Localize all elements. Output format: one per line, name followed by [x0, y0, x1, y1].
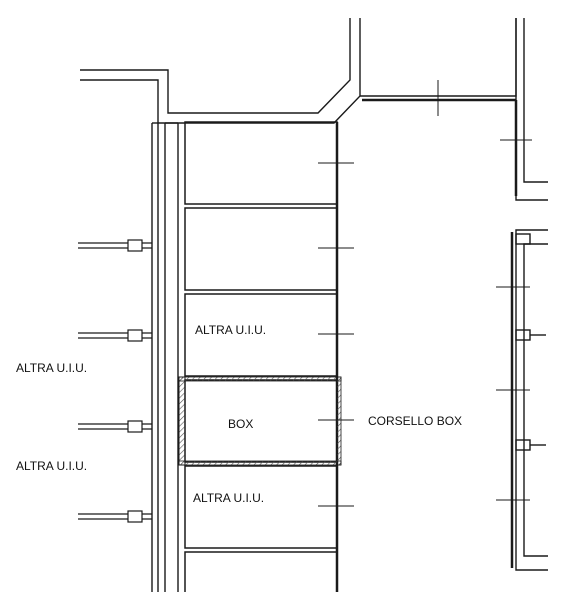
room-column — [184, 121, 339, 592]
neighbor-unit-label-2: ALTRA U.I.U. — [16, 459, 87, 473]
section-ticks — [318, 80, 532, 507]
right-top-wall — [514, 18, 548, 201]
left-corridor-walls — [151, 122, 179, 592]
box-label: BOX — [228, 417, 253, 431]
room-2 — [184, 207, 338, 291]
neighbor-unit-label-1: ALTRA U.I.U. — [16, 361, 87, 375]
box-boundary-hatch — [178, 376, 342, 466]
right-bottom-wall — [510, 229, 548, 571]
room-5 — [184, 465, 338, 549]
room-4-box — [184, 379, 338, 463]
neighbor-ducts — [78, 239, 152, 523]
room-3-label: ALTRA U.I.U. — [195, 323, 266, 337]
room-6 — [184, 551, 338, 592]
corridor-label: CORSELLO BOX — [368, 414, 462, 428]
room-1 — [184, 121, 338, 205]
top-wall — [80, 18, 517, 124]
room-5-label: ALTRA U.I.U. — [193, 491, 264, 505]
